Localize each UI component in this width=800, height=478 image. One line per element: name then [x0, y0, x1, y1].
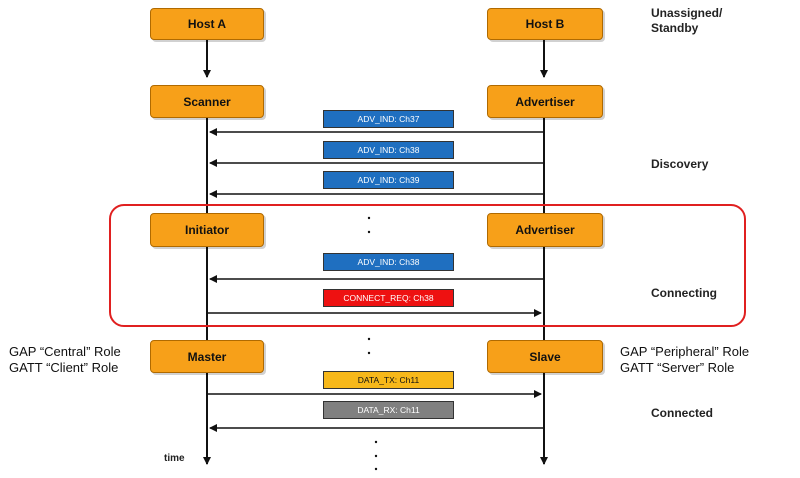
- role-gatt-server: GATT “Server” Role: [620, 360, 735, 375]
- node-advertiser-connecting: Advertiser: [487, 213, 603, 247]
- role-gap-central: GAP “Central” Role: [9, 344, 121, 359]
- state-unassigned: Unassigned/: [651, 6, 723, 20]
- msg-adv-ind-ch38: ADV_IND: Ch38: [323, 141, 454, 159]
- node-advertiser-discovery: Advertiser: [487, 85, 603, 118]
- role-gap-peripheral: GAP “Peripheral” Role: [620, 344, 750, 359]
- node-master: Master: [150, 340, 264, 373]
- msg-connect-req: CONNECT_REQ: Ch38: [323, 289, 454, 307]
- node-host-a: Host A: [150, 8, 264, 40]
- node-slave: Slave: [487, 340, 603, 373]
- msg-adv-ind-ch39: ADV_IND: Ch39: [323, 171, 454, 189]
- ellipsis-dots: [367, 216, 378, 471]
- msg-adv-ind-ch38-connecting: ADV_IND: Ch38: [323, 253, 454, 271]
- role-gatt-client: GATT “Client” Role: [9, 360, 119, 375]
- msg-adv-ind-ch37: ADV_IND: Ch37: [323, 110, 454, 128]
- node-scanner: Scanner: [150, 85, 264, 118]
- node-host-b: Host B: [487, 8, 603, 40]
- state-standby: Standby: [651, 21, 699, 35]
- state-connecting: Connecting: [651, 286, 717, 300]
- state-connected: Connected: [651, 406, 714, 420]
- connecting-highlight: [109, 204, 746, 327]
- node-initiator: Initiator: [150, 213, 264, 247]
- msg-data-tx: DATA_TX: Ch11: [323, 371, 454, 389]
- state-discovery: Discovery: [651, 157, 709, 171]
- time-label: time: [164, 453, 185, 464]
- msg-data-rx: DATA_RX: Ch11: [323, 401, 454, 419]
